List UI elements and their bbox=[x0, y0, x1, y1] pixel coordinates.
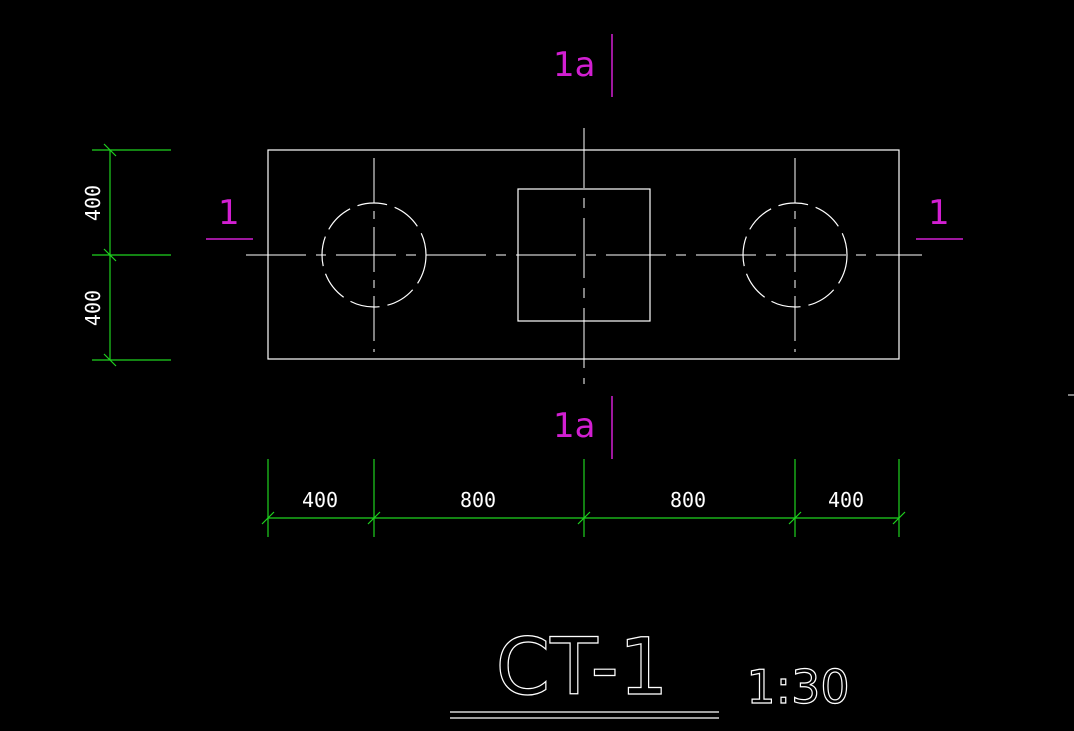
dimension-horizontal-2: 800 bbox=[460, 488, 496, 512]
dimension-vertical-lower: 400 bbox=[81, 290, 105, 326]
section-marker-bottom: 1a bbox=[553, 396, 613, 459]
drawing-scale: 1:30 bbox=[746, 660, 849, 714]
section-label-right: 1 bbox=[928, 193, 950, 233]
section-marker-right: 1 bbox=[916, 193, 963, 240]
horizontal-dimension-chain bbox=[261, 459, 906, 537]
drawing-title: CT-1 bbox=[496, 623, 669, 713]
section-marker-left: 1 bbox=[206, 193, 253, 240]
dimension-horizontal-3: 800 bbox=[670, 488, 706, 512]
vertical-dimension-chain bbox=[92, 143, 171, 367]
dimension-vertical-upper: 400 bbox=[81, 185, 105, 221]
section-label-bottom: 1a bbox=[553, 406, 595, 446]
dimension-horizontal-4: 400 bbox=[828, 488, 864, 512]
section-label-top: 1a bbox=[553, 45, 595, 85]
dimension-horizontal-1: 400 bbox=[302, 488, 338, 512]
section-label-left: 1 bbox=[218, 193, 240, 233]
section-marker-top: 1a bbox=[553, 34, 613, 97]
